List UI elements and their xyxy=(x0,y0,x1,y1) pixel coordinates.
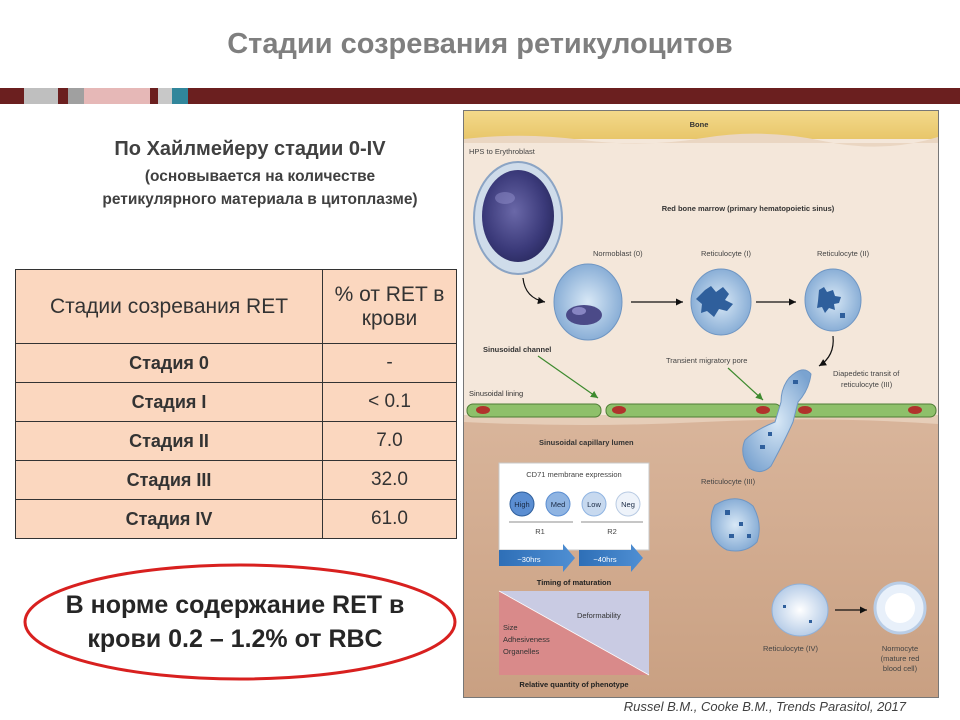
bone-label: Bone xyxy=(690,120,709,129)
sinusoidal-lining xyxy=(466,403,937,418)
value-cell: < 0.1 xyxy=(322,382,457,422)
retic4-cell xyxy=(771,583,829,637)
value-cell: 32.0 xyxy=(322,460,457,500)
hps-cell xyxy=(473,161,563,275)
stage-cell: Стадия 0 xyxy=(15,343,323,383)
stage-cell: Стадия I xyxy=(15,382,323,422)
deformability-label: Deformability xyxy=(577,611,621,620)
retic1-cell xyxy=(690,268,752,336)
staging-note-line2: ретикулярного материала в цитоплазме) xyxy=(102,191,418,208)
retic2-cell xyxy=(804,268,862,332)
table-header-row: Стадии созревания RET % от RET в крови xyxy=(15,269,457,344)
cd71-neg: Neg xyxy=(621,500,635,509)
table-row: Стадия 0 - xyxy=(15,343,457,383)
organelles-label: Organelles xyxy=(503,647,540,656)
relative-label: Relative quantity of phenotype xyxy=(519,680,628,689)
staging-note-line1: (основывается на количестве xyxy=(144,168,376,185)
cd71-panel: CD71 membrane expression High Med Low Ne… xyxy=(498,462,650,551)
header-percent-line1: % от RET в xyxy=(334,282,445,306)
pore-label: Transient migratory pore xyxy=(666,356,747,365)
diapedetic-label-2: reticulocyte (III) xyxy=(841,380,893,389)
staging-heading: По Хайлмейеру стадии 0-IV xyxy=(114,138,386,160)
timing-arrows: ~30hrs ~40hrs xyxy=(499,544,643,572)
normocyte-label-1: Normocyte xyxy=(882,644,918,653)
retic3-label: Reticulocyte (III) xyxy=(701,477,756,486)
timing-r2: ~40hrs xyxy=(593,555,616,564)
stage-cell: Стадия II xyxy=(15,421,323,461)
normal-range-text: В норме содержание RET в крови 0.2 – 1.2… xyxy=(30,588,440,656)
staging-note: (основывается на количестве ретикулярног… xyxy=(60,165,460,211)
header-percent: % от RET в крови xyxy=(322,269,457,344)
phenotype-panel: Deformability Size Adhesiveness Organell… xyxy=(498,590,650,676)
stage-cell: Стадия III xyxy=(15,460,323,500)
normal-range-line1: В норме содержание RET в xyxy=(65,591,405,619)
lining-label: Sinusoidal lining xyxy=(469,389,523,398)
r1-label: R1 xyxy=(535,527,545,536)
cd71-med: Med xyxy=(551,500,566,509)
cd71-label: CD71 membrane expression xyxy=(526,470,621,479)
normocyte-label-2: (mature red xyxy=(881,654,920,663)
normoblast-label: Normoblast (0) xyxy=(593,249,643,258)
stage-cell: Стадия IV xyxy=(15,499,323,539)
normal-range-line2: крови 0.2 – 1.2% от RBC xyxy=(87,625,383,653)
retic4-label: Reticulocyte (IV) xyxy=(763,644,819,653)
normoblast-cell xyxy=(553,263,623,341)
table-row: Стадия I < 0.1 xyxy=(15,382,457,422)
r2-label: R2 xyxy=(607,527,617,536)
normocyte-label-3: blood cell) xyxy=(883,664,918,673)
lumen-label: Sinusoidal capillary lumen xyxy=(539,438,634,447)
table-row: Стадия IV 61.0 xyxy=(15,499,457,539)
cd71-low: Low xyxy=(587,500,601,509)
value-cell: 61.0 xyxy=(322,499,457,539)
slide-title: Стадии созревания ретикулоцитов xyxy=(227,28,733,60)
normal-range-ellipse xyxy=(23,563,457,681)
diapedetic-label-1: Diapedetic transit of xyxy=(833,369,900,378)
retic3-cell xyxy=(710,498,760,552)
value-cell: - xyxy=(322,343,457,383)
header-stage: Стадии созревания RET xyxy=(15,269,323,344)
retic1-label: Reticulocyte (I) xyxy=(701,249,752,258)
hps-label: HPS to Erythroblast xyxy=(469,147,536,156)
table-row: Стадия III 32.0 xyxy=(15,460,457,500)
stages-table: Стадии созревания RET % от RET в крови С… xyxy=(15,269,457,539)
citation: Russel B.M., Cooke B.M., Trends Parasito… xyxy=(623,699,906,714)
marrow-label: Red bone marrow (primary hematopoietic s… xyxy=(662,204,835,213)
size-label: Size xyxy=(503,623,518,632)
diapedetic-cell xyxy=(742,369,812,472)
cd71-high: High xyxy=(514,500,529,509)
timing-label: Timing of maturation xyxy=(537,578,612,587)
channel-label: Sinusoidal channel xyxy=(483,345,551,354)
timing-r1: ~30hrs xyxy=(517,555,540,564)
reticulocyte-maturation-figure: Bone HPS to Erythroblast Red bone marrow… xyxy=(463,110,939,698)
table-row: Стадия II 7.0 xyxy=(15,421,457,461)
value-cell: 7.0 xyxy=(322,421,457,461)
normocyte-cell xyxy=(873,581,927,635)
header-percent-line2: крови xyxy=(361,306,418,330)
adhesiveness-label: Adhesiveness xyxy=(503,635,550,644)
retic2-label: Reticulocyte (II) xyxy=(817,249,870,258)
